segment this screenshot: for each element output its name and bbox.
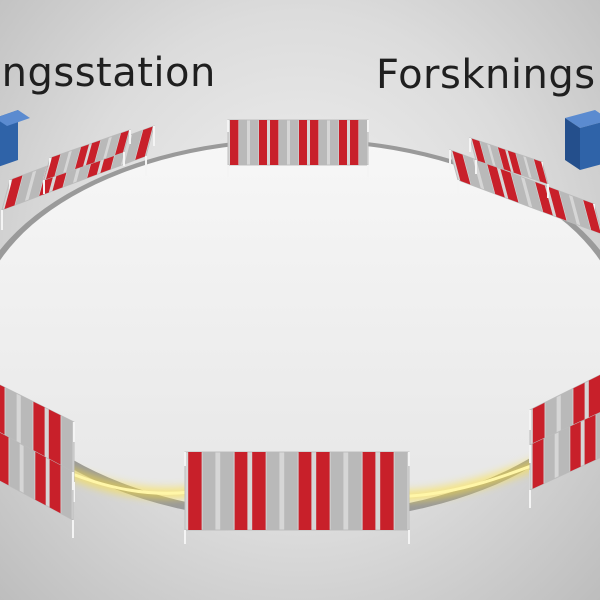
station-label-left: ingsstation bbox=[0, 50, 216, 96]
magnet-module-top-right bbox=[449, 149, 600, 234]
magnet-module-bottom bbox=[184, 451, 410, 544]
magnet-module-top bbox=[227, 119, 369, 177]
station-label-right: Forsknings bbox=[376, 52, 596, 98]
station-box-left bbox=[0, 110, 30, 167]
magnet-modules bbox=[0, 119, 600, 544]
magnet-module-bottom-right-lower bbox=[529, 412, 600, 508]
station-box-right bbox=[565, 110, 600, 170]
ring-floor bbox=[0, 142, 600, 514]
magnet-module-bottom-left-lower bbox=[0, 432, 74, 538]
magnet-module-top-left-back bbox=[43, 129, 131, 194]
magnet-module-top-right-back bbox=[469, 137, 549, 198]
